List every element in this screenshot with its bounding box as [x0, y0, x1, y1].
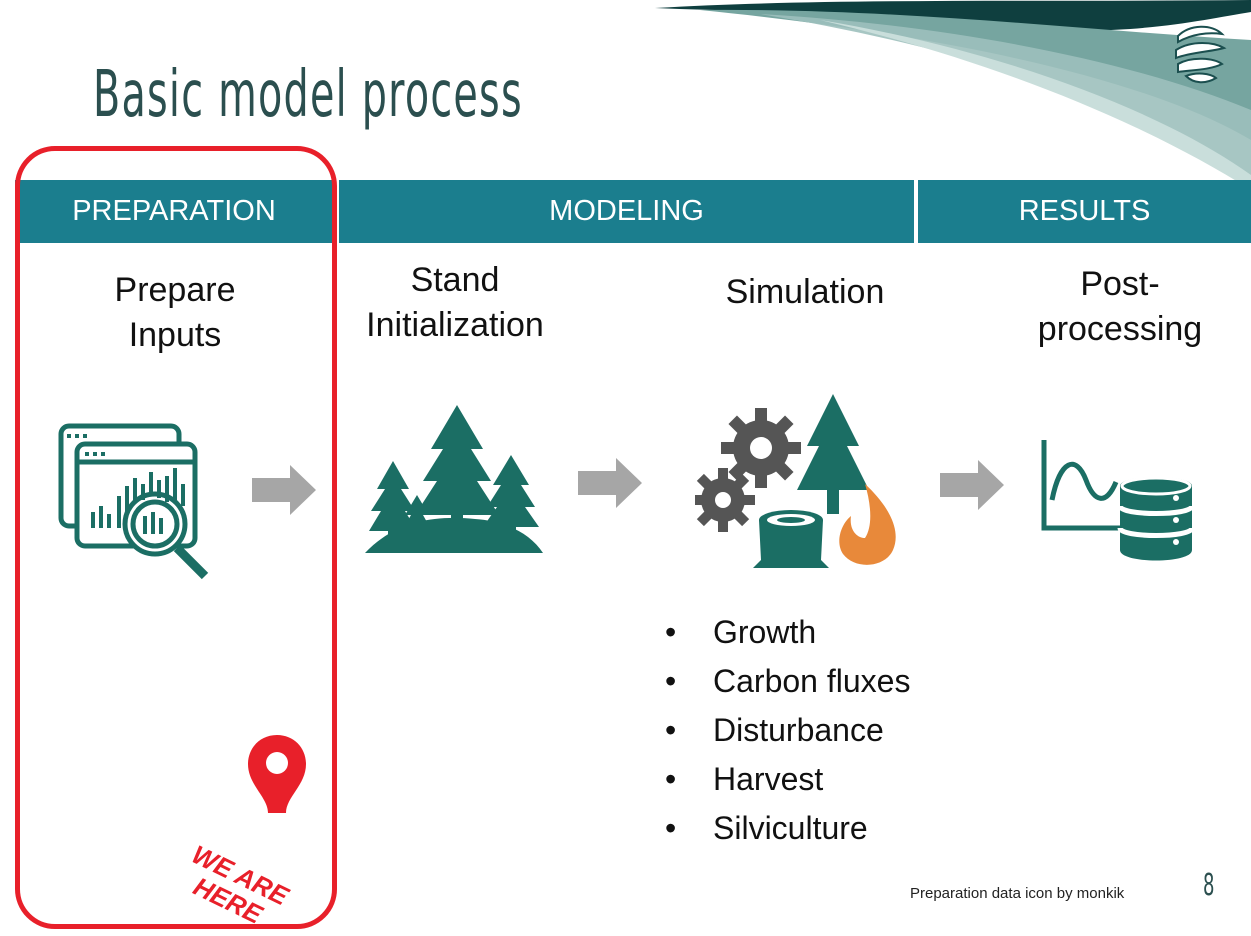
list-item: •Silviculture [665, 810, 868, 846]
stage-label-line: Prepare [114, 271, 236, 309]
phase-band-results: RESULTS [918, 180, 1251, 243]
stage-label-line: processing [1037, 310, 1203, 348]
phase-label: MODELING [549, 195, 704, 227]
data-analysis-icon [58, 423, 209, 580]
forest-icon [365, 405, 543, 553]
list-item: •Harvest [665, 761, 824, 797]
phase-label: RESULTS [1018, 195, 1151, 227]
gears-tree-fire-icon [695, 394, 896, 568]
icon-credit: Preparation data icon by monkik [910, 885, 1125, 902]
stage-label-line: Post- [1080, 265, 1160, 303]
current-step-highlight [15, 146, 337, 929]
stage-label-stand-initialization: Stand Initialization [335, 258, 575, 348]
globe-logo-icon [1175, 25, 1227, 84]
stage-label-line: Simulation [725, 273, 885, 311]
phase-label: PREPARATION [72, 195, 276, 227]
slide-title: Basic model process [93, 58, 523, 132]
list-item: •Disturbance [665, 712, 884, 748]
stage-label-simulation: Simulation [690, 270, 920, 315]
location-pin-icon [248, 735, 306, 813]
phase-band-modeling: MODELING [339, 180, 914, 243]
phase-band-preparation: PREPARATION [15, 180, 333, 243]
stage-label-prepare-inputs: Prepare Inputs [50, 268, 300, 358]
header-swoosh [655, 0, 1251, 190]
stage-label-line: Initialization [366, 306, 544, 344]
list-item: •Growth [665, 614, 817, 650]
page-number: 8 [1203, 868, 1215, 903]
stage-label-line: Stand [410, 261, 500, 299]
simulation-list: •Growth •Carbon fluxes •Disturbance •Har… [665, 608, 910, 853]
arrow-right-icon [252, 465, 316, 515]
list-item: •Carbon fluxes [665, 663, 911, 699]
arrow-right-icon [940, 460, 1004, 510]
stage-label-post-processing: Post- processing [1010, 262, 1230, 352]
chart-database-icon [1041, 440, 1195, 561]
arrow-right-icon [578, 458, 642, 508]
stage-label-line: Inputs [128, 316, 222, 354]
